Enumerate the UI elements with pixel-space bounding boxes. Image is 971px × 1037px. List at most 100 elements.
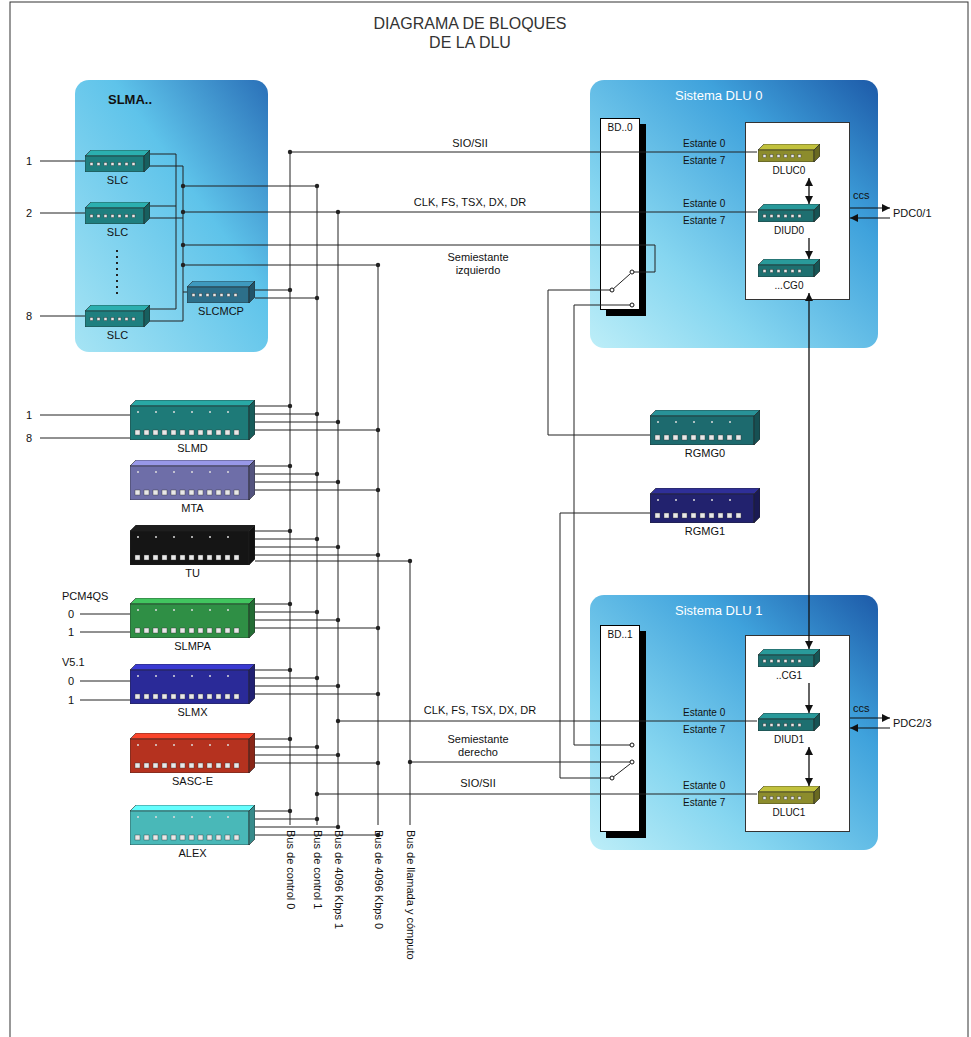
icon-front-face: [758, 210, 814, 222]
signal-wire: [255, 811, 290, 812]
junction-dot: [376, 428, 380, 432]
icon-port: [118, 163, 121, 166]
junction-dot: [288, 464, 292, 468]
signal-wire: [255, 739, 290, 740]
icon-led: [155, 536, 157, 538]
signal-wire: [183, 186, 317, 187]
icon-top-face: [130, 400, 255, 406]
equipment-icon-body: [758, 259, 820, 277]
icon-front-face: [130, 406, 249, 440]
signal-wire: [255, 604, 290, 605]
signal-wire: [255, 555, 378, 556]
icon-port: [798, 797, 801, 800]
icon-led: [191, 816, 193, 818]
icon-port: [153, 628, 158, 633]
module-name: ...CG0: [775, 279, 804, 292]
icon-port: [207, 628, 212, 633]
icon-side-face: [814, 713, 820, 731]
signal-wire: [150, 166, 183, 167]
icon-led: [173, 471, 175, 473]
icon-port: [791, 155, 794, 158]
icon-side-face: [754, 410, 760, 445]
icon-port: [655, 435, 660, 440]
signal-label: 0: [68, 608, 74, 621]
equipment-icon-body: [130, 525, 255, 565]
icon-port: [798, 724, 801, 727]
icon-port: [770, 215, 773, 218]
junction-dot: [336, 753, 340, 757]
switch-contact: [610, 288, 614, 292]
icon-led: [693, 499, 695, 501]
icon-port: [198, 628, 203, 633]
signal-label: V5.1: [62, 656, 85, 669]
icon-port: [784, 797, 787, 800]
icon-port: [736, 513, 741, 518]
signal-wire: [255, 670, 290, 671]
icon-port: [189, 430, 194, 435]
icon-side-face: [814, 786, 820, 804]
icon-port: [791, 724, 794, 727]
icon-side-face: [249, 525, 255, 565]
continuation-dots: [116, 250, 118, 295]
icon-led: [711, 499, 713, 501]
icon-led: [729, 499, 731, 501]
switch-contact: [630, 760, 634, 764]
icon-led: [155, 675, 157, 677]
icon-port: [144, 763, 149, 768]
icon-port: [189, 763, 194, 768]
icon-port: [162, 763, 167, 768]
equipment-icon: [130, 460, 255, 500]
shelf-label: Estante 7: [683, 797, 725, 809]
signal-wire: [255, 490, 378, 491]
signal-wire: [255, 747, 317, 748]
icon-front-face: [130, 604, 249, 638]
icon-port: [216, 835, 221, 840]
junction-dot: [336, 480, 340, 484]
pdc-link-arrow: [850, 217, 890, 218]
icon-port: [171, 835, 176, 840]
equipment-module: SLC: [85, 305, 150, 343]
equipment-module: SLMX: [130, 664, 255, 720]
signal-wire: [290, 152, 757, 153]
equipment-module: DLUC1: [758, 786, 820, 820]
signal-wire: [255, 466, 290, 467]
junction-dot: [408, 559, 412, 563]
icon-port: [777, 215, 780, 218]
icon-port: [798, 215, 801, 218]
equipment-icon-body: [130, 805, 255, 845]
equipment-icon: [130, 733, 255, 773]
icon-port: [784, 724, 787, 727]
icon-led: [227, 536, 229, 538]
icon-port: [180, 835, 185, 840]
equipment-icon: [85, 202, 150, 224]
icon-led: [137, 744, 139, 746]
module-name: SLC: [107, 174, 128, 187]
icon-port: [180, 555, 185, 560]
signal-label: SIO/SII: [450, 137, 489, 150]
equipment-module: SASC-E: [130, 733, 255, 789]
icon-side-face: [754, 488, 760, 523]
icon-port: [777, 660, 780, 663]
junction-dot: [376, 488, 380, 492]
icon-top-face: [187, 281, 255, 287]
icon-port: [234, 694, 239, 699]
icon-port: [111, 163, 114, 166]
icon-led: [173, 536, 175, 538]
equipment-icon: [130, 598, 255, 638]
icon-front-face: [130, 739, 249, 773]
module-name: SLMPA: [174, 640, 210, 653]
icon-led: [191, 536, 193, 538]
junction-dot: [336, 825, 340, 829]
signal-wire: [150, 218, 183, 219]
equipment-icon-body: [130, 733, 255, 773]
shelf-label: Estante 7: [683, 724, 725, 736]
bus-name: Bus de control 1: [311, 830, 324, 910]
equipment-icon: [758, 786, 820, 804]
equipment-icon-body: [650, 410, 760, 445]
icon-port: [97, 163, 100, 166]
icon-port: [144, 430, 149, 435]
icon-led: [227, 609, 229, 611]
icon-led: [227, 471, 229, 473]
icon-port: [171, 430, 176, 435]
